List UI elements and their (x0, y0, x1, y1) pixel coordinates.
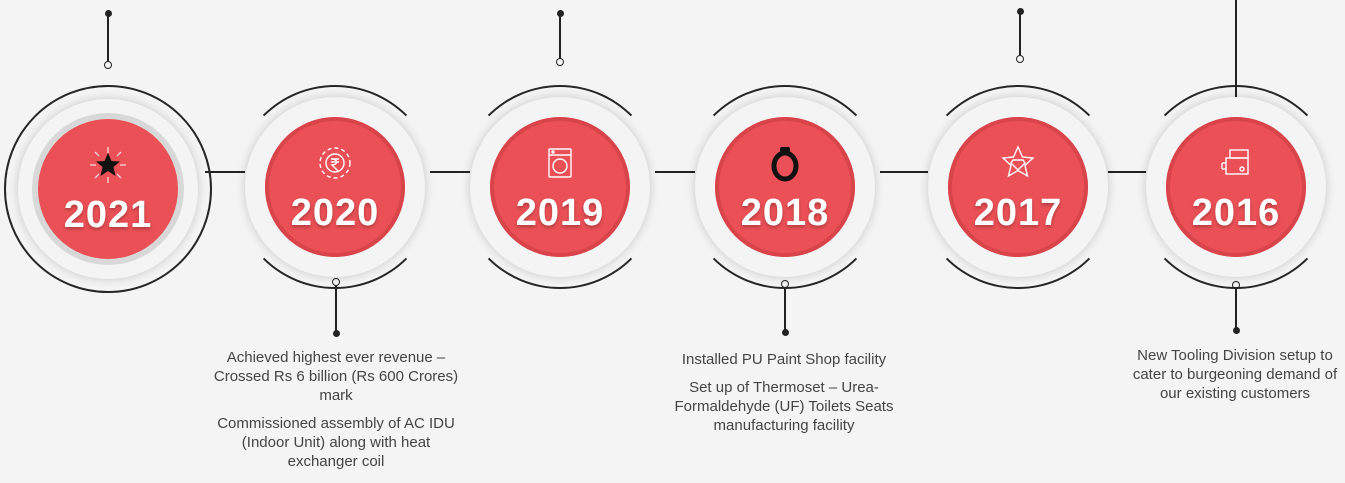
milestone-2020[interactable]: 2020 (233, 85, 437, 289)
timeline-connector (205, 171, 245, 173)
rupee-gear-icon (319, 147, 351, 179)
toilet-seat-icon (771, 147, 799, 182)
stem-dot (333, 330, 340, 337)
stem-line (1235, 0, 1237, 100)
milestone-badge: 2017 (948, 117, 1088, 257)
milestone-badge: 2020 (265, 117, 405, 257)
stem-dot (1017, 8, 1024, 15)
stem-line (335, 286, 337, 331)
timeline-connector (880, 171, 928, 173)
stem-dot (557, 10, 564, 17)
description-line: Set up of Thermoset – Urea-Formaldehyde … (674, 379, 894, 434)
description-line: Achieved highest ever revenue – Crossed … (213, 349, 459, 404)
milestone-2017[interactable]: 2017 (916, 85, 1120, 289)
stem-dot (105, 10, 112, 17)
milestone-2016[interactable]: 2016 (1134, 85, 1338, 289)
milestone-description-2016: New Tooling Division setup to cater to b… (1132, 346, 1338, 412)
tooling-machine-icon (1221, 149, 1249, 175)
milestone-2021[interactable]: 2021 (4, 85, 212, 293)
washing-machine-icon (548, 148, 572, 178)
milestone-description-2020: Achieved highest ever revenue – Crossed … (212, 348, 460, 480)
milestone-year: 2020 (290, 192, 380, 234)
description-line: Commissioned assembly of AC IDU (Indoor … (217, 415, 455, 470)
stem-line (1019, 13, 1021, 55)
milestone-year: 2018 (740, 192, 830, 234)
timeline-connector (430, 171, 470, 173)
stem-ring (104, 61, 112, 69)
milestone-description-2018: Installed PU Paint Shop facility Set up … (650, 350, 918, 444)
milestone-2019[interactable]: 2019 (458, 85, 662, 289)
milestone-badge: 2021 (38, 119, 178, 259)
milestone-badge: 2019 (490, 117, 630, 257)
stem-ring (556, 58, 564, 66)
stem-line (559, 15, 561, 58)
milestone-year: 2019 (515, 192, 605, 234)
star-icon (90, 147, 126, 183)
stem-line (784, 288, 786, 330)
milestone-year: 2017 (973, 192, 1063, 234)
milestone-year: 2021 (63, 194, 153, 236)
stem-line (1235, 289, 1237, 329)
description-line: Installed PU Paint Shop facility (681, 351, 887, 368)
milestone-2018[interactable]: 2018 (683, 85, 887, 289)
milestone-year: 2016 (1191, 192, 1281, 234)
stem-dot (782, 329, 789, 336)
timeline-connector (655, 171, 695, 173)
description-line: New Tooling Division setup to cater to b… (1132, 347, 1338, 402)
milestone-badge: 2016 (1166, 117, 1306, 257)
stem-line (107, 15, 109, 61)
stem-dot (1233, 327, 1240, 334)
milestone-badge: 2018 (715, 117, 855, 257)
stem-ring (1016, 55, 1024, 63)
timeline-connector (1108, 171, 1146, 173)
diamond-star-icon (1001, 145, 1035, 178)
